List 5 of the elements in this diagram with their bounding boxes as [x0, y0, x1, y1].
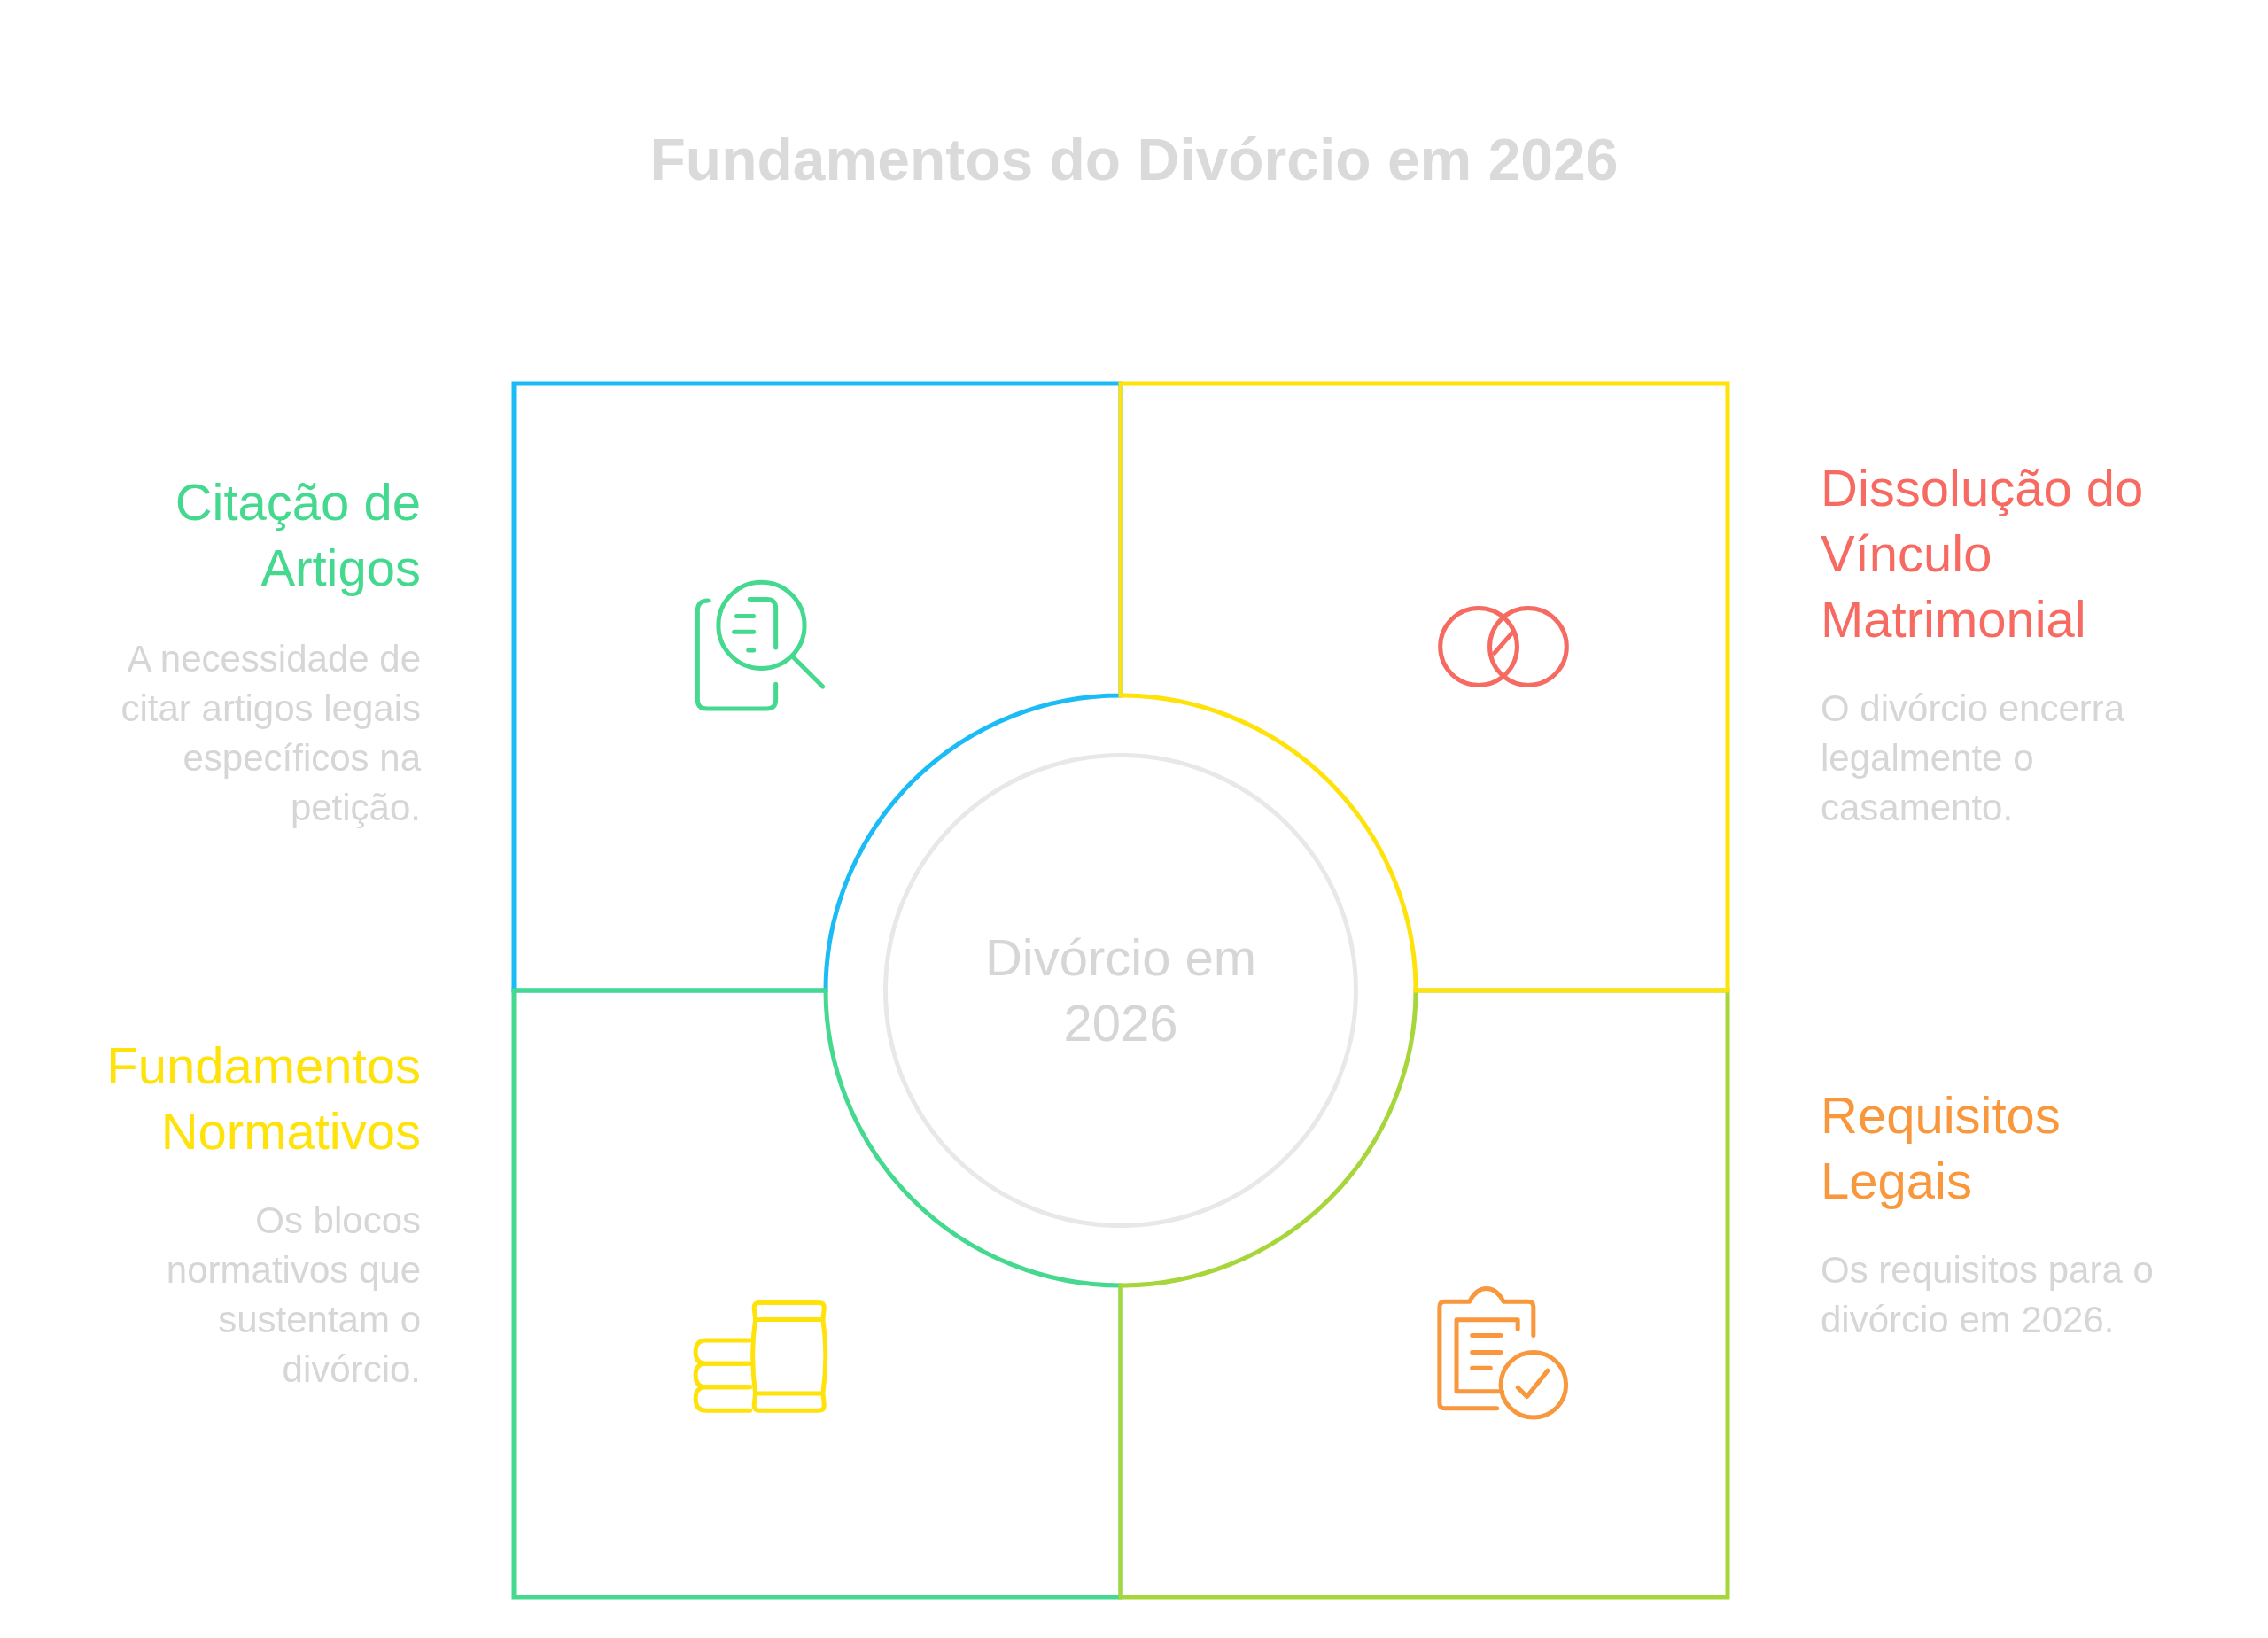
center-circle — [883, 753, 1358, 1228]
section-heading: Requisitos Legais — [1821, 1085, 2062, 1211]
section-heading: Citação de Artigos — [174, 472, 421, 598]
section-heading: Dissolução do Vínculo Matrimonial — [1821, 458, 2145, 649]
section-heading: Fundamentos Normativos — [105, 1036, 421, 1161]
